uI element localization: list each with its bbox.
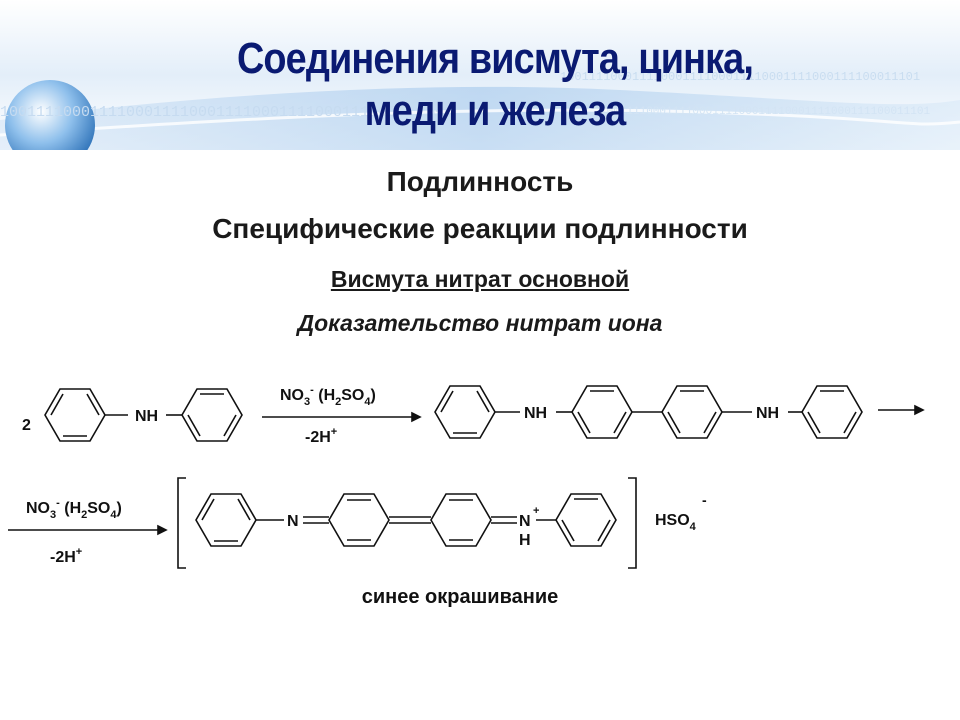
n-plus-label: N (519, 513, 531, 530)
benzene-ring-1 (44, 388, 106, 442)
elimination-label-1: -2H+ (305, 426, 337, 446)
reagent-label-2: NO3- (H2SO4) (26, 497, 122, 521)
benzene-ring-8 (555, 493, 617, 547)
hso4-charge: - (702, 492, 707, 508)
slide-title-line-1: Соединения висмута, цинка, (236, 34, 754, 83)
quinoid-ring-2 (430, 493, 492, 547)
proof-heading: Доказательство нитрат иона (297, 310, 663, 336)
binary-pattern-left: 1001111000111100011110001111000111100011… (0, 104, 450, 121)
elimination-label-2: -2H+ (50, 546, 82, 566)
nh-label-1: NH (135, 408, 158, 425)
result-caption: синее окрашивание (362, 586, 558, 608)
subtitle: Подлинность (386, 166, 574, 197)
benzene-ring-4 (571, 385, 633, 439)
benzene-ring-3 (434, 385, 496, 439)
slide-title-line-2: меди и железа (364, 86, 627, 135)
section-heading: Специфические реакции подлинности (212, 213, 748, 244)
hso4-label: HSO4 (655, 512, 697, 533)
coefficient: 2 (22, 417, 31, 434)
benzene-ring-2 (181, 388, 243, 442)
quinoid-ring-1 (328, 493, 390, 547)
nh-label-2: NH (524, 405, 547, 422)
benzene-ring-7 (195, 493, 257, 547)
globe-icon (5, 80, 95, 150)
n-label: N (287, 513, 299, 530)
header-banner: 1001111000111100011110001111000111100011… (0, 0, 960, 150)
reagent-label-1: NO3- (H2SO4) (280, 384, 376, 408)
benzene-ring-5 (661, 385, 723, 439)
h-label: H (519, 532, 531, 549)
nh-label-3: NH (756, 405, 779, 422)
binary-pattern-right: 1001111000111100011110001111000111100011… (560, 70, 920, 84)
binary-pattern-right-2: 1001111000111100011110001111000111100011… (600, 106, 930, 118)
benzene-ring-6 (801, 385, 863, 439)
compound-heading: Висмута нитрат основной (330, 266, 630, 292)
plus-charge: + (533, 505, 539, 517)
